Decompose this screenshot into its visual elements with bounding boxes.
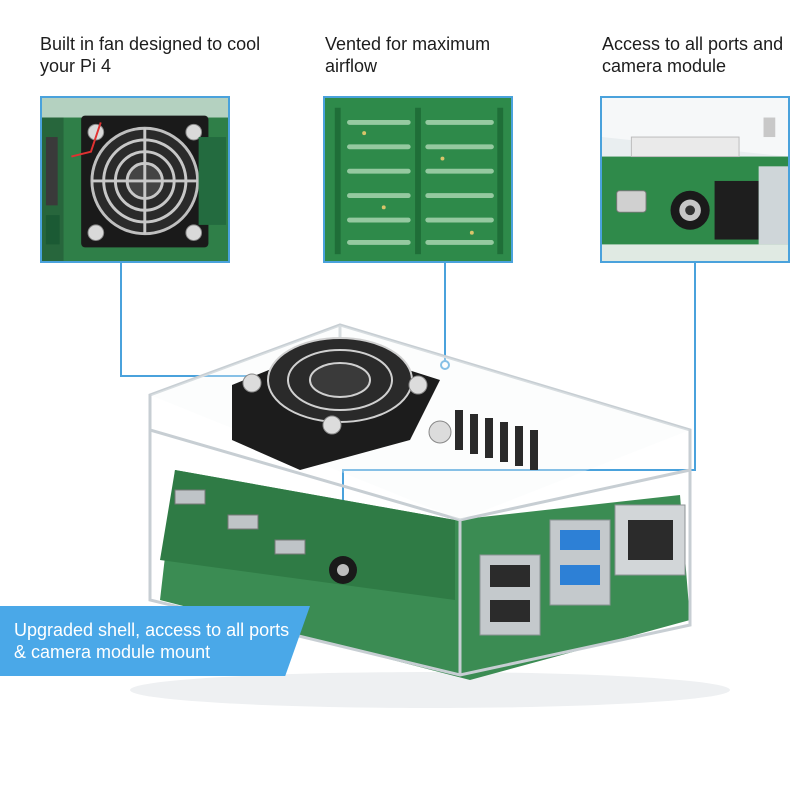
ports-closeup-image xyxy=(600,96,790,263)
feature-caption-ports: Access to all ports and camera module xyxy=(602,34,784,76)
feature-caption-fan: Built in fan designed to cool your Pi 4 xyxy=(40,34,261,76)
vented-board-closeup-image xyxy=(323,96,513,263)
banner-text: Upgraded shell, access to all ports & ca… xyxy=(14,620,290,662)
feature-banner: Upgraded shell, access to all ports & ca… xyxy=(0,606,310,676)
fan-closeup-image xyxy=(40,96,230,263)
feature-caption-vented: Vented for maximum airflow xyxy=(325,34,491,76)
